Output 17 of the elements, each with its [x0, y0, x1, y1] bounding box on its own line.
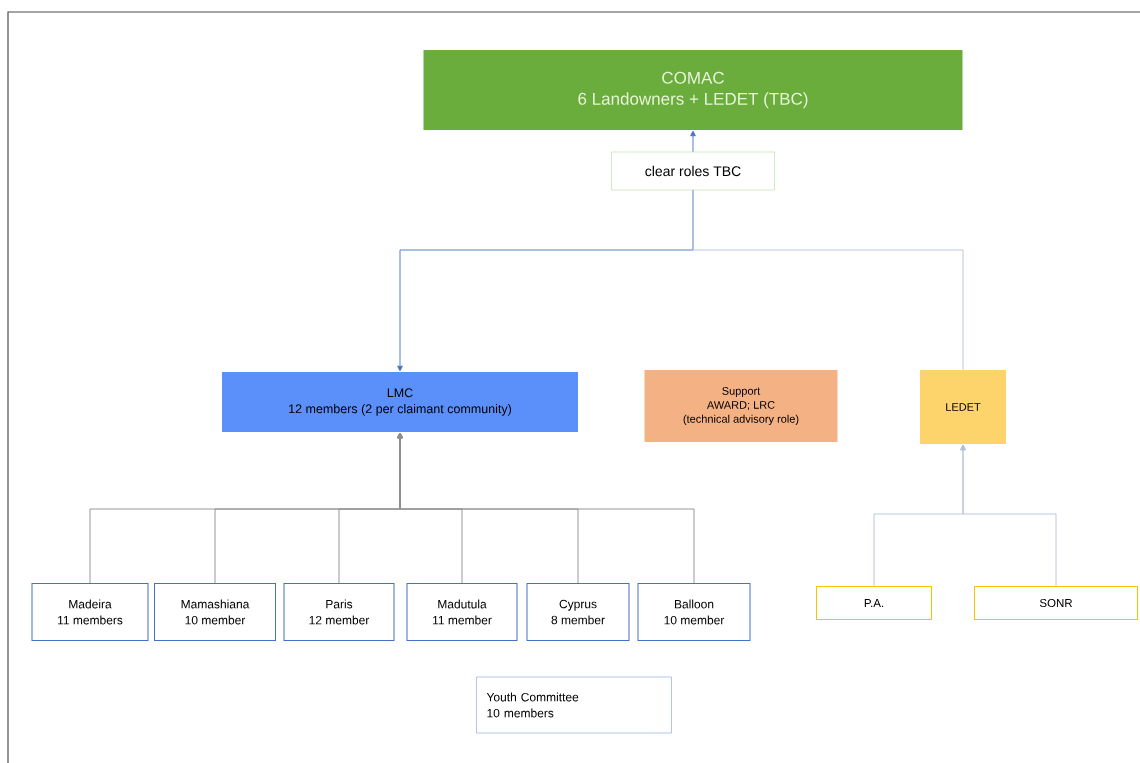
connector-arrow [690, 130, 696, 153]
connector-arrow [960, 444, 1057, 587]
community-box: Cyprus 8 member [526, 583, 630, 641]
community-box: Paris 12 member [283, 583, 395, 641]
committee-box: COMAC 6 Landowners + LEDET (TBC) [423, 50, 963, 130]
committee-box: LEDET [920, 370, 1006, 444]
committee-box: LMC 12 members (2 per claimant community) [222, 372, 578, 432]
note-box: clear roles TBC [611, 151, 775, 191]
community-box: Madutula 11 member [406, 583, 518, 641]
community-box: Balloon 10 member [637, 583, 751, 641]
connector-arrow [397, 432, 695, 584]
support-box: Support AWARD; LRC (technical advisory role) [644, 370, 838, 442]
community-box: Mamashiana 10 member [154, 583, 276, 641]
community-box: Madeira 11 members [31, 583, 149, 641]
member-box: SONR [974, 586, 1138, 620]
member-box: P.A. [816, 586, 932, 620]
committee-box: Youth Committee 10 members [476, 676, 672, 734]
